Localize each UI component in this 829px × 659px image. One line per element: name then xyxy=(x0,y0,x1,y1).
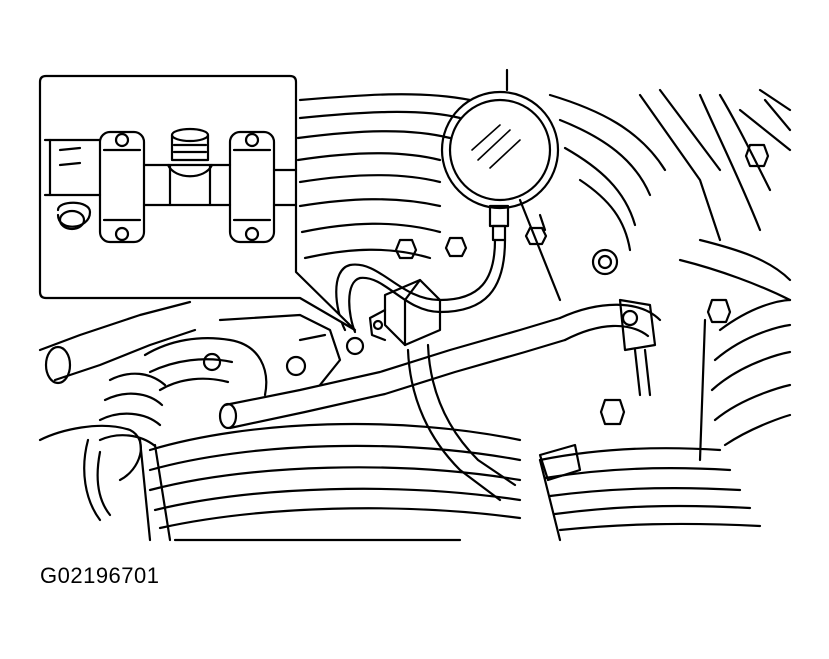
left-cable xyxy=(38,424,142,522)
fuel-rail-inset xyxy=(38,74,357,332)
gauge-hose xyxy=(335,238,507,334)
engine-body-contours xyxy=(296,88,792,302)
background-bolts xyxy=(202,143,770,426)
fuel-pressure-gauge-icon xyxy=(440,68,560,242)
drop-hose xyxy=(406,343,517,502)
fuel-line-hose xyxy=(38,300,662,430)
hose-fitting xyxy=(368,278,442,347)
throttle-body xyxy=(98,313,342,448)
right-air-duct xyxy=(698,298,792,462)
intake-manifold-ribs xyxy=(138,422,762,542)
sensor-connector xyxy=(538,298,657,482)
figure-id-label: G02196701 xyxy=(40,563,160,588)
